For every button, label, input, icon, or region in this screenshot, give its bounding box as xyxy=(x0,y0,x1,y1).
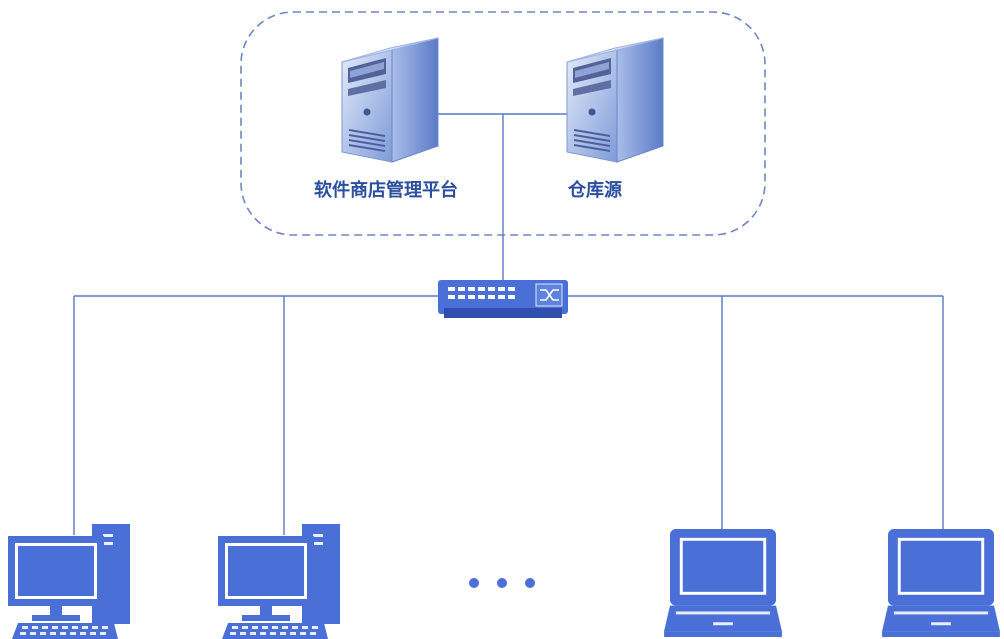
network-switch-icon xyxy=(438,280,568,318)
desktop-computer-icon xyxy=(8,524,130,639)
server-tower-icon xyxy=(566,37,664,163)
store-platform-label: 软件商店管理平台 xyxy=(314,180,458,201)
connection-lines xyxy=(73,113,944,535)
server-tower-icon xyxy=(341,37,439,163)
laptop-icon xyxy=(664,529,782,637)
repo-source-label: 仓库源 xyxy=(568,180,622,201)
desktop-computer-icon xyxy=(218,524,340,639)
laptop-icon xyxy=(882,529,1000,637)
ellipsis-icon xyxy=(469,578,535,588)
